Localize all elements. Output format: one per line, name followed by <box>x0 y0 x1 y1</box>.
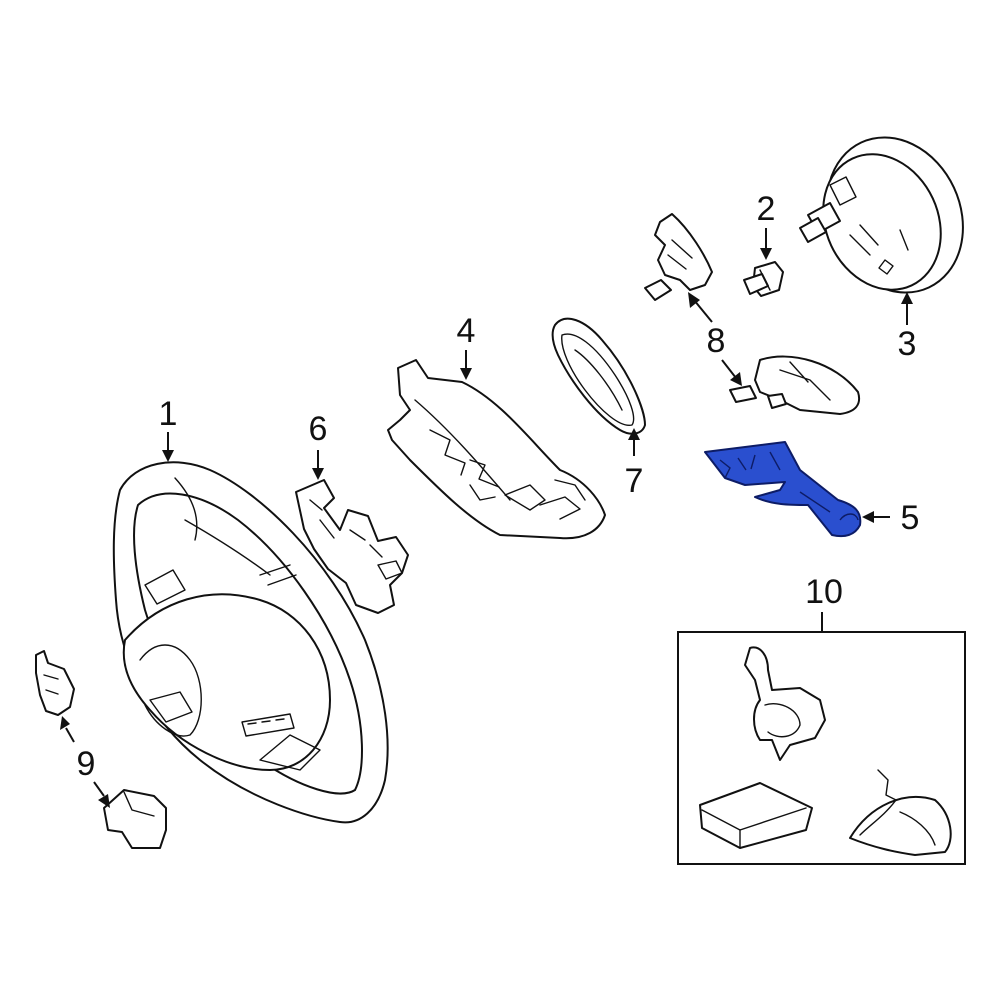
callout-7: 7 <box>625 428 644 500</box>
kit-part-tray <box>699 782 813 849</box>
svg-text:8: 8 <box>707 322 726 360</box>
air-bag-module[interactable] <box>799 115 988 315</box>
svg-text:1: 1 <box>159 395 178 433</box>
steering-wheel[interactable] <box>112 461 389 824</box>
callout-3: 3 <box>898 292 917 363</box>
svg-text:7: 7 <box>625 462 644 500</box>
paddle-shifter[interactable] <box>704 441 862 538</box>
svg-text:2: 2 <box>757 190 776 228</box>
callout-10: 10 <box>805 573 843 632</box>
side-cover-upper[interactable] <box>35 650 75 716</box>
kit-part-switch <box>744 646 826 761</box>
svg-text:4: 4 <box>457 312 476 350</box>
svg-text:10: 10 <box>805 573 843 611</box>
callout-1: 1 <box>159 395 178 462</box>
callout-8: 8 <box>688 292 742 386</box>
callout-4: 4 <box>457 312 476 380</box>
lower-cover[interactable] <box>387 359 606 540</box>
kit-box[interactable] <box>677 631 966 865</box>
switch-bracket[interactable] <box>295 479 409 614</box>
control-switch-lower[interactable] <box>729 355 860 415</box>
svg-text:6: 6 <box>309 410 328 448</box>
control-switch-upper[interactable] <box>644 213 713 301</box>
kit-part-cover <box>849 769 952 856</box>
screw[interactable] <box>743 261 784 297</box>
svg-text:5: 5 <box>901 499 920 537</box>
side-cover-lower[interactable] <box>103 789 167 849</box>
svg-text:3: 3 <box>898 325 917 363</box>
callout-9: 9 <box>60 716 110 808</box>
callout-5: 5 <box>862 499 919 537</box>
trim-ring[interactable] <box>551 317 646 435</box>
callout-2: 2 <box>757 190 776 260</box>
callout-6: 6 <box>309 410 328 480</box>
svg-text:9: 9 <box>77 745 96 783</box>
